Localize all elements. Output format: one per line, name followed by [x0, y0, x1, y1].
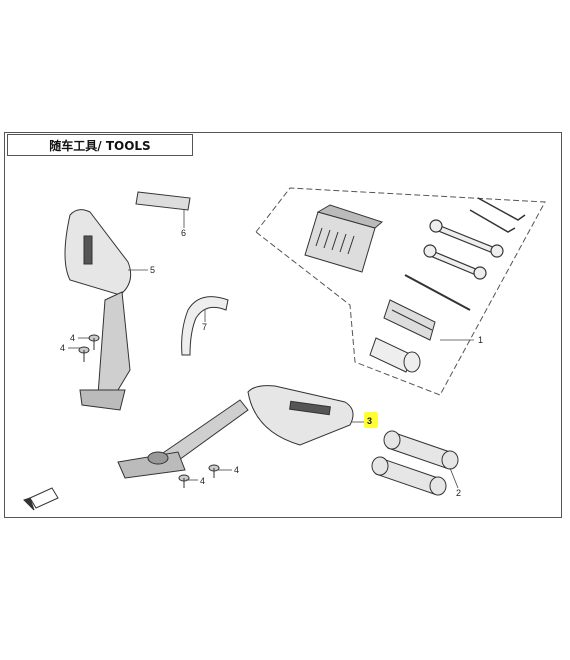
mirror-right — [117, 385, 354, 479]
bolts — [78, 334, 220, 488]
handle-grips — [371, 430, 459, 496]
callout-3: 3 — [367, 416, 372, 426]
callout-4d: 4 — [200, 476, 205, 486]
mirror-left — [64, 209, 132, 411]
screwdriver-handle — [383, 299, 436, 341]
toolkit-outline — [255, 187, 546, 396]
diagram-frame — [4, 132, 562, 518]
callout-2: 2 — [456, 488, 461, 498]
callout-4c: 4 — [234, 465, 239, 475]
spanner-tools — [423, 219, 504, 280]
callout-4b: 4 — [60, 343, 65, 353]
callout-7: 7 — [202, 322, 207, 332]
hex-key-tools — [469, 197, 526, 233]
diagram-title: 随车工具/ TOOLS — [7, 134, 193, 156]
socket-wrench — [369, 337, 421, 373]
leader-lines — [68, 210, 474, 489]
callout-1: 1 — [478, 335, 483, 345]
callout-4a: 4 — [70, 333, 75, 343]
tool-strip — [135, 191, 191, 211]
callout-5: 5 — [150, 265, 155, 275]
front-direction-icon — [23, 487, 59, 511]
hook-spanner — [181, 296, 229, 356]
callout-highlight — [364, 412, 378, 428]
screwdriver-bit — [404, 274, 471, 311]
callout-6: 6 — [181, 228, 186, 238]
tool-pouch — [304, 204, 384, 273]
